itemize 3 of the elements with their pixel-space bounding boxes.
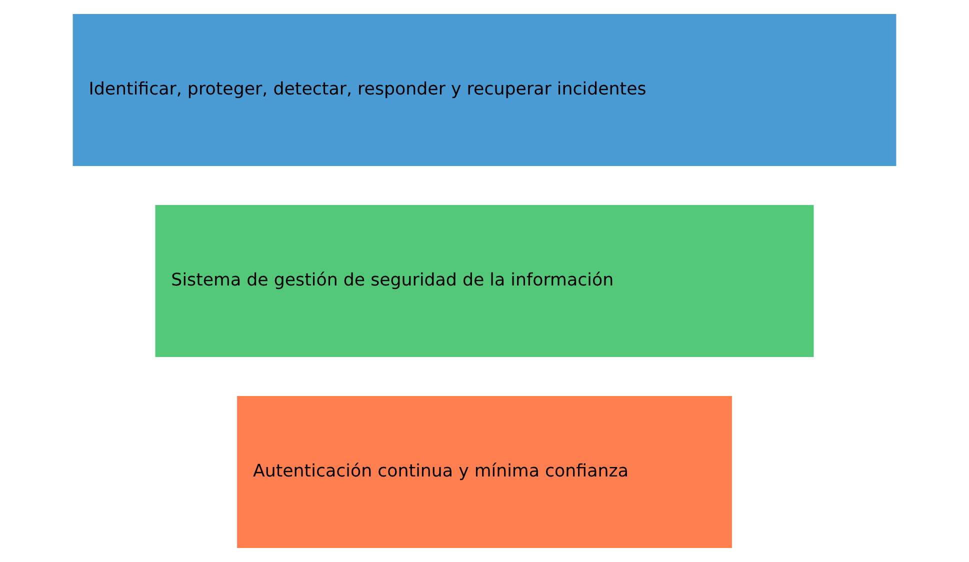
- node-box: Identificar, proteger, detectar, responder y recuperar incidentes: [72, 14, 896, 166]
- node-box: Sistema de gestión de seguridad de la información: [155, 205, 814, 357]
- node-box: Autenticación continua y mínima confianza: [237, 396, 732, 548]
